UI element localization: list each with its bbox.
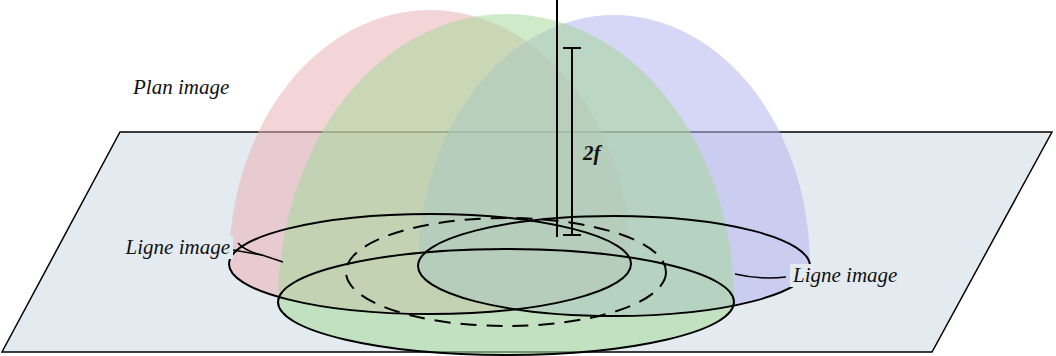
leader-line <box>233 250 262 255</box>
dashed-circle <box>346 218 666 326</box>
hemisphere <box>278 14 734 355</box>
dimension-tick <box>563 234 581 236</box>
line-label: Ligne image <box>123 236 233 259</box>
red-image-line <box>229 214 631 314</box>
dimension-bracket <box>571 48 573 235</box>
dimension-tick <box>563 47 581 49</box>
plane-label: Plan image <box>130 76 232 99</box>
line-label: Ligne image <box>790 264 900 287</box>
hemispheres <box>229 10 810 355</box>
optical-axis <box>556 0 558 237</box>
leader-line <box>735 274 786 278</box>
dimension-label: 2f <box>580 142 604 165</box>
blue-image-line <box>418 216 810 316</box>
